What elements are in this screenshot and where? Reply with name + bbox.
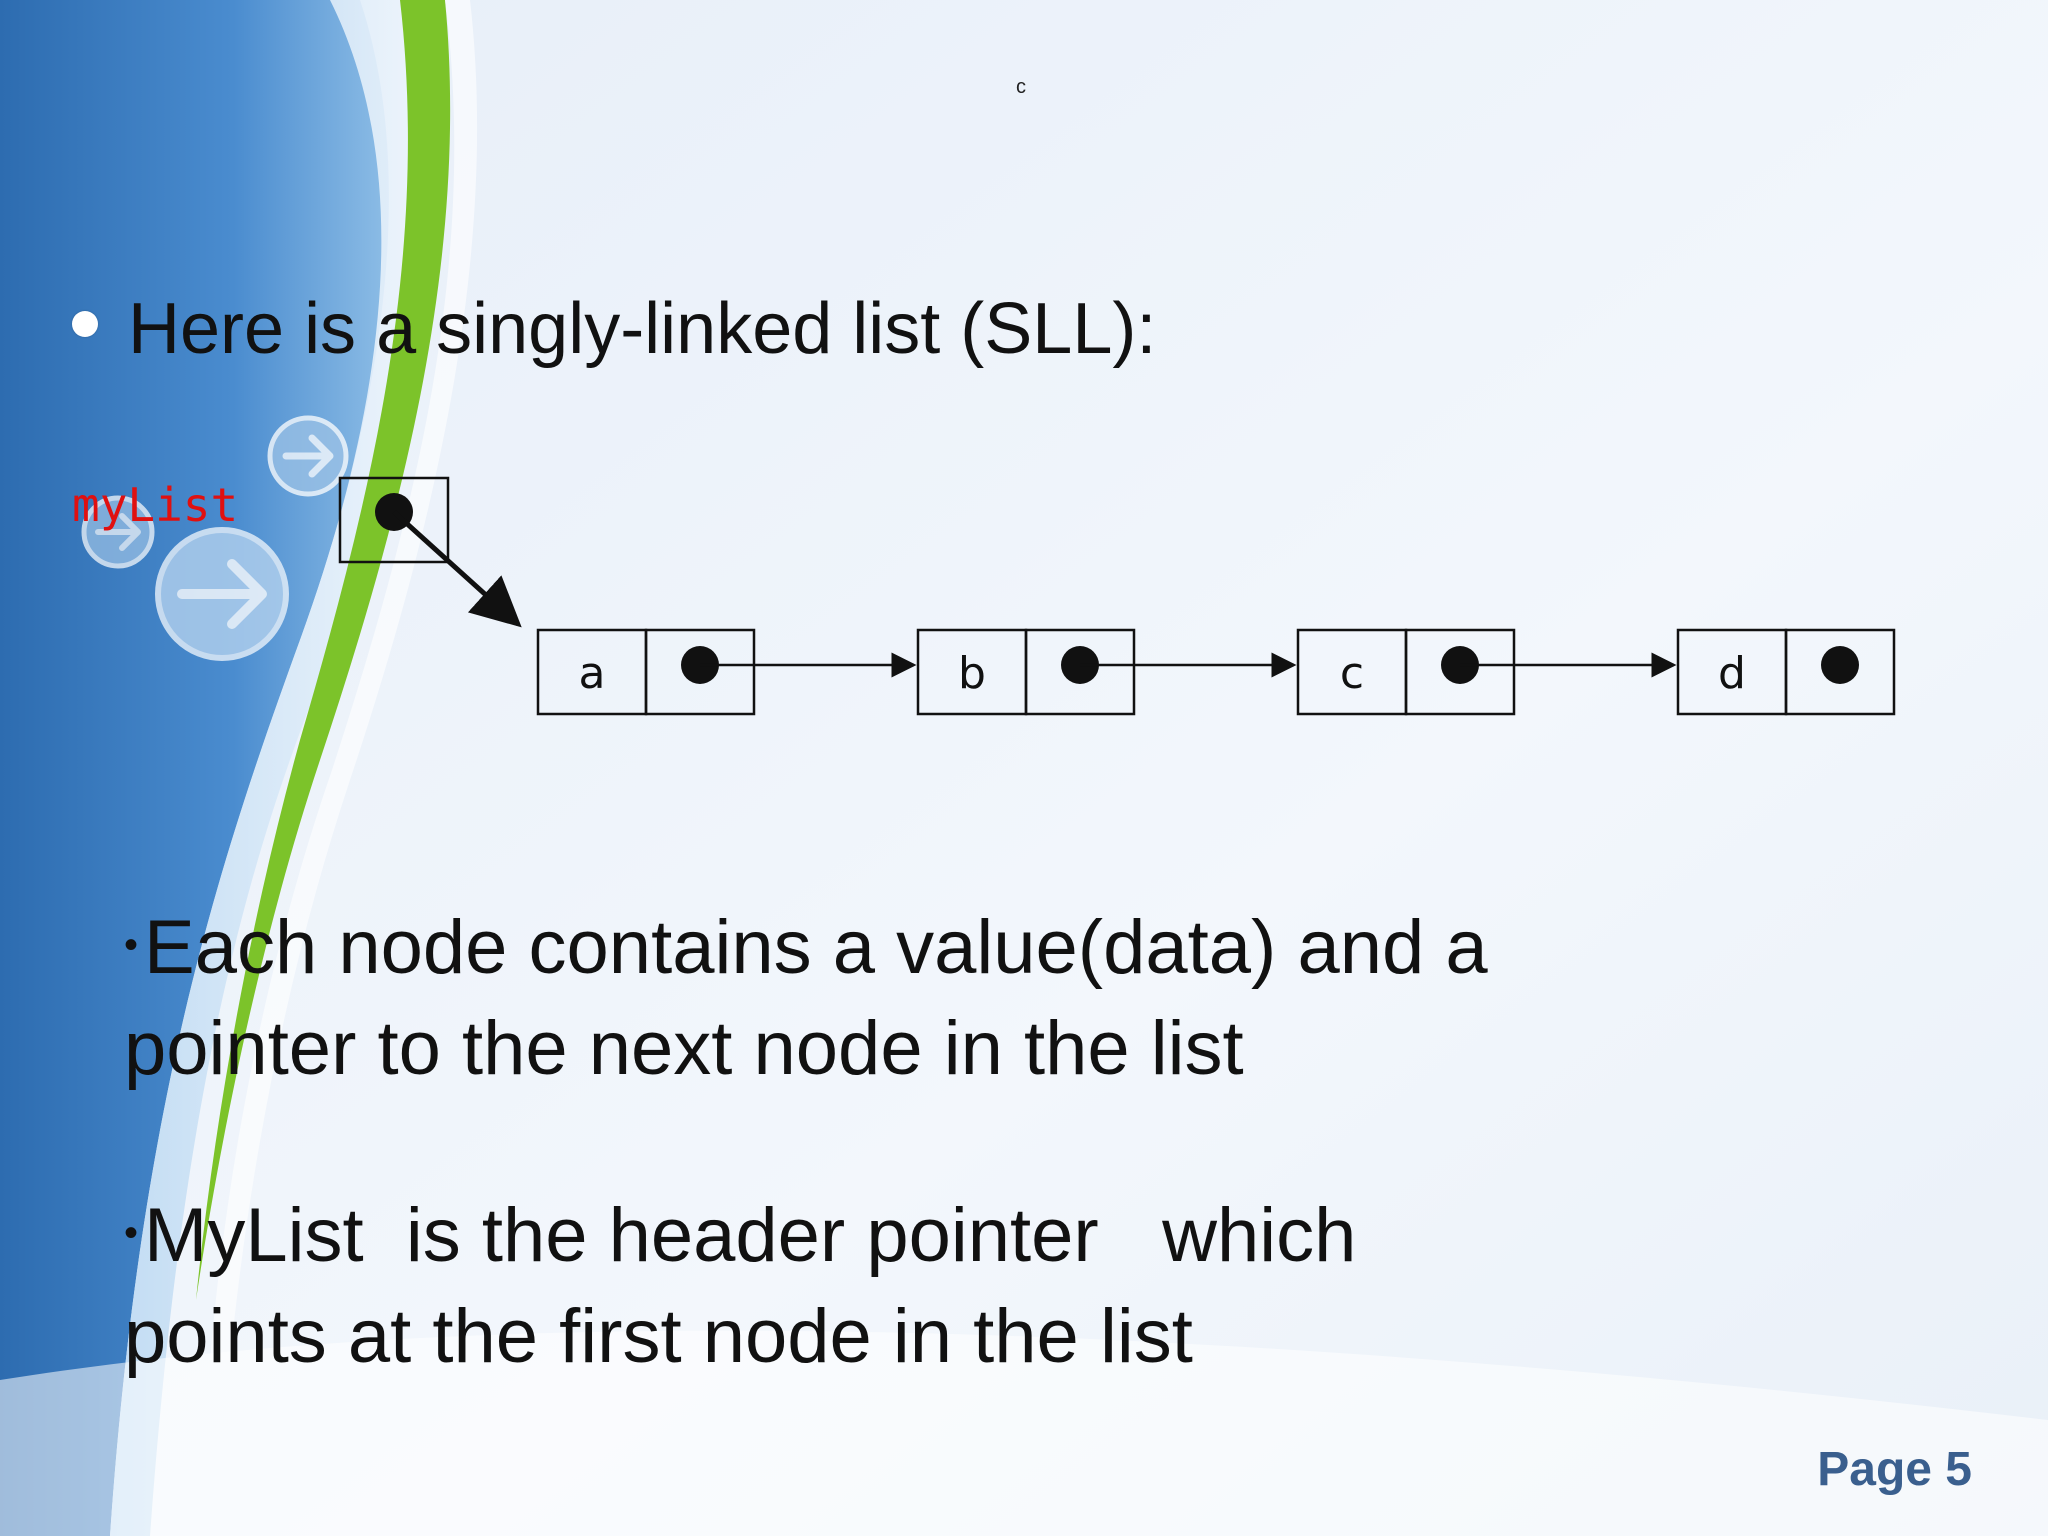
nodes-group: a b c d — [536, 628, 1896, 716]
header-pointer-box — [338, 476, 450, 564]
bullet-dot: • — [124, 1210, 139, 1255]
main-bullet: Here is a singly-linked list (SLL): — [72, 288, 1156, 370]
list-node-c: c — [1296, 628, 1677, 716]
node-pointer-dot — [1821, 646, 1859, 684]
page-number: Page 5 — [1817, 1443, 1972, 1496]
bullet-dot — [72, 310, 98, 337]
arrow-circle-icon — [267, 415, 349, 497]
list-node-b: b — [916, 628, 1297, 716]
pointer-label: myList — [72, 478, 239, 532]
tiny-label: c — [1016, 76, 1026, 98]
node-pointer-cell — [1024, 628, 1136, 716]
paragraph-node-description: •Each node contains a value(data) and a … — [124, 900, 1684, 1097]
node-pointer-cell — [644, 628, 756, 716]
paragraph2-line1: MyList is the header pointer which — [144, 1193, 1357, 1278]
list-node-a: a — [536, 628, 917, 716]
main-bullet-text: Here is a singly-linked list (SLL): — [128, 289, 1157, 369]
arrow-circle-icon — [81, 495, 155, 569]
node-value-label: a — [579, 648, 606, 699]
paragraph2-line2: points at the first node in the list — [124, 1293, 1193, 1379]
paragraph-header-description: •MyList is the header pointer which poin… — [124, 1188, 1684, 1385]
paragraph1-line2: pointer to the next node in the list — [124, 1005, 1244, 1091]
node-value-label: c — [1340, 648, 1364, 699]
header-pointer-arrow — [392, 510, 522, 628]
node-value-label: b — [958, 648, 986, 699]
node-pointer-cell — [1784, 628, 1896, 716]
arrow-circle-icon — [155, 527, 289, 661]
node-value-label: d — [1718, 648, 1746, 699]
node-pointer-cell — [1404, 628, 1516, 716]
list-node-d: d — [1676, 628, 1896, 716]
bullet-dot: • — [124, 922, 139, 967]
paragraph1-line1: Each node contains a value(data) and a — [144, 905, 1488, 990]
